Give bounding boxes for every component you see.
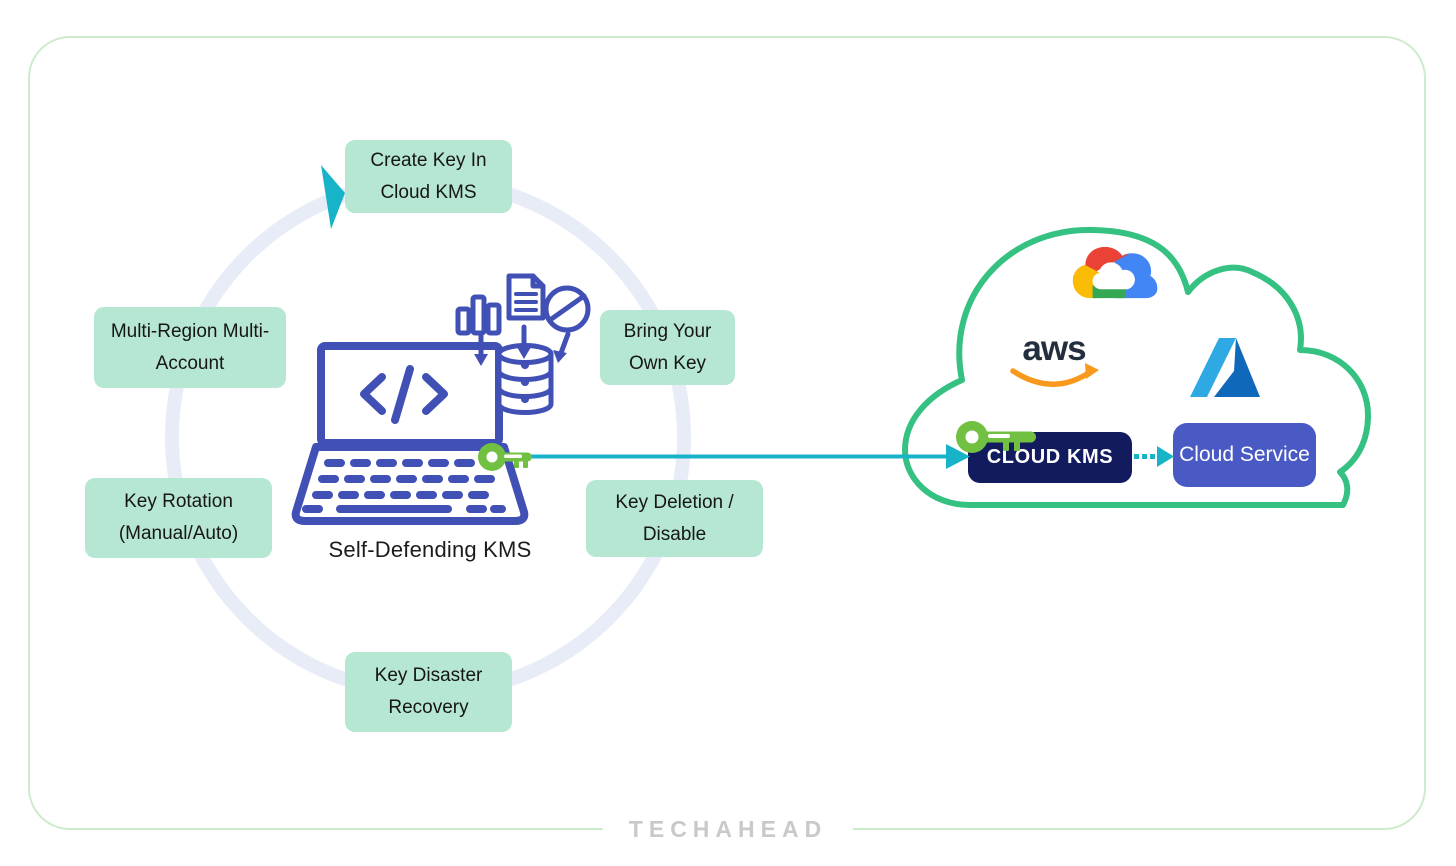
cloud-kms-label: CLOUD KMS bbox=[986, 446, 1114, 468]
step-label: Key Disaster Recovery bbox=[374, 665, 483, 718]
step-label: Key Deletion / Disable bbox=[615, 491, 734, 545]
aws-logo: aws bbox=[1022, 329, 1086, 368]
step-multi-region: Multi-Region Multi-Account bbox=[94, 307, 286, 388]
step-label: Create Key In Cloud KMS bbox=[370, 149, 487, 203]
cloud-kms-badge: CLOUD KMS bbox=[968, 432, 1132, 483]
step-label: Multi-Region Multi-Account bbox=[110, 320, 270, 374]
step-label: Key Rotation (Manual/Auto) bbox=[118, 491, 239, 544]
brand-logo: TECHAHEAD bbox=[602, 814, 854, 844]
step-key-disaster-recovery: Key Disaster Recovery bbox=[345, 652, 512, 732]
cloud-service-label: Cloud Service bbox=[1179, 443, 1310, 467]
cloud-service-box: Cloud Service bbox=[1173, 423, 1316, 487]
step-create-key: Create Key In Cloud KMS bbox=[345, 140, 512, 213]
step-key-deletion: Key Deletion / Disable bbox=[586, 480, 763, 557]
step-bring-your-own-key: Bring Your Own Key bbox=[600, 310, 735, 385]
step-key-rotation: Key Rotation (Manual/Auto) bbox=[85, 478, 272, 558]
cycle-ring bbox=[165, 174, 691, 700]
step-label: Bring Your Own Key bbox=[623, 320, 712, 374]
center-label: Self-Defending KMS bbox=[328, 537, 532, 562]
